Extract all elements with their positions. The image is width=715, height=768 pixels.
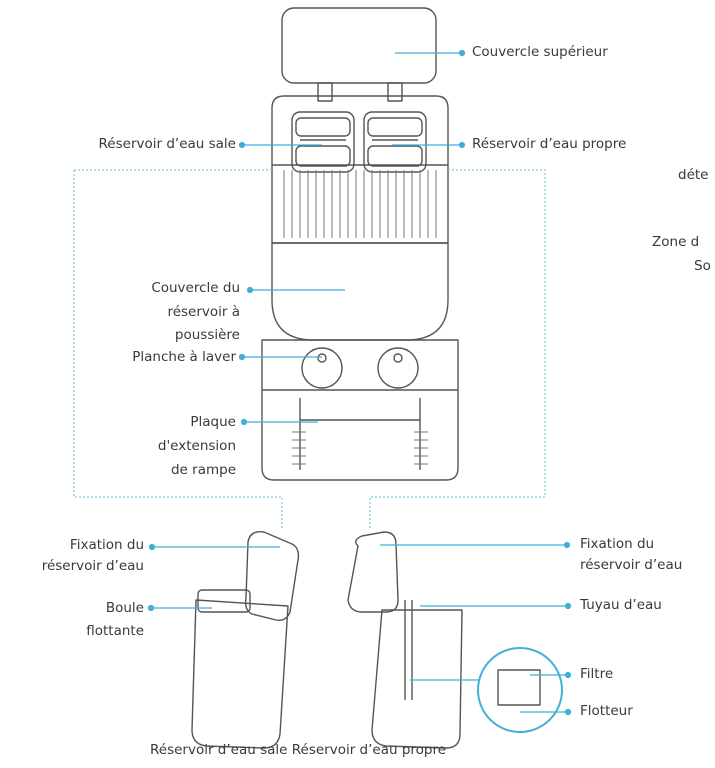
station-upper-frame [271, 95, 449, 165]
left-tank-clip-label-1: Fixation du [69, 537, 144, 553]
station-ribbed-body [271, 164, 449, 244]
top-lid-shape [281, 7, 437, 84]
right-tank-clip-label-1: Fixation du [580, 536, 655, 552]
ramp-plate-label-1: Plaque [190, 414, 236, 430]
wash-board-label: Planche à laver [132, 349, 236, 365]
water-pipe-label: Tuyau d’eau [580, 597, 662, 613]
hinge-right [387, 82, 403, 102]
filter-label: Filtre [580, 666, 614, 682]
ramp-plate-label-2: d'extension [157, 438, 236, 454]
dust-lid-label-2: réservoir à [167, 304, 240, 320]
dotted-frame [73, 169, 546, 530]
ramp-plate-label-3: de rampe [170, 462, 236, 478]
floater-label: Flotteur [580, 703, 633, 719]
dirty-tank-label: Réservoir d’eau sale [98, 136, 236, 152]
cut-label-1: déte [678, 167, 709, 183]
left-tank-clip-label-2: réservoir d’eau [41, 558, 144, 574]
cut-label-3: So [694, 258, 711, 274]
hinge-left [317, 82, 333, 102]
filter-detail-circle [477, 647, 563, 733]
left-tank-body [191, 599, 289, 749]
leader-lines [147, 49, 572, 716]
clean-tank-label: Réservoir d’eau propre [472, 136, 627, 152]
dust-lid-shape [271, 242, 449, 341]
float-ball-label-2: flottante [86, 623, 144, 639]
dirty-tank-top [291, 111, 355, 173]
dust-lid-label-3: poussière [174, 327, 240, 343]
body-ribs [283, 170, 437, 465]
top-lid-label: Couvercle supérieur [472, 44, 608, 60]
right-tank-clip-label-2: réservoir d’eau [580, 557, 683, 573]
wash-board-shape [261, 339, 459, 391]
clean-tank-top [363, 111, 427, 173]
cut-label-2: Zone d [652, 234, 700, 250]
right-tank-lid [347, 531, 399, 613]
left-tank-lid [244, 531, 300, 622]
ramp-plate-shape [261, 390, 459, 481]
caption: Réservoir d’eau sale Réservoir d’eau pro… [150, 742, 447, 758]
float-ball-label-1: Boule [105, 600, 144, 616]
dust-lid-label-1: Couvercle du [151, 280, 240, 296]
right-tank-body [371, 609, 463, 749]
